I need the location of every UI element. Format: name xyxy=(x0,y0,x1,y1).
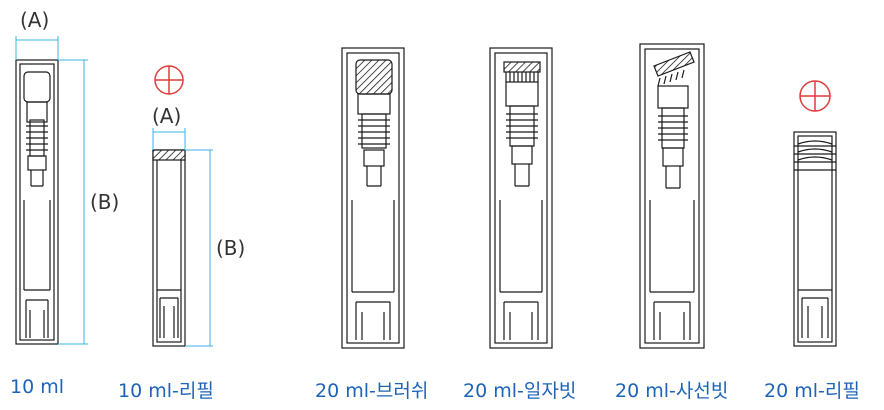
dimension-a-line-10ml xyxy=(15,36,59,60)
dimension-b-label: (B) xyxy=(90,190,120,214)
caption-20ml-refill: 20 ml-리필 xyxy=(764,380,860,402)
product-20ml-refill-drawing xyxy=(793,131,837,347)
dimension-b-label-refill: (B) xyxy=(216,236,246,260)
dimension-a-label: (A) xyxy=(20,8,50,32)
product-10ml-refill-drawing xyxy=(152,149,186,347)
product-20ml-brush-drawing xyxy=(341,47,405,349)
caption-20ml-slanted-comb: 20 ml-사선빗 xyxy=(615,380,729,402)
refill-marker-icon xyxy=(154,65,184,95)
dimension-b-line-10ml xyxy=(58,59,88,345)
product-10ml-drawing xyxy=(15,59,59,345)
dimension-a-line-refill xyxy=(152,128,186,150)
caption-10ml-refill: 10 ml-리필 xyxy=(118,380,214,402)
caption-20ml-straight-comb: 20 ml-일자빗 xyxy=(463,380,577,402)
caption-10ml: 10 ml xyxy=(10,376,65,398)
dimension-b-line-refill xyxy=(185,149,213,347)
product-20ml-slanted-comb-drawing xyxy=(639,43,705,349)
refill-marker-icon xyxy=(799,80,831,112)
product-20ml-straight-comb-drawing xyxy=(489,47,553,349)
dimension-a-label-refill: (A) xyxy=(152,104,182,128)
caption-20ml-brush: 20 ml-브러쉬 xyxy=(315,380,429,402)
